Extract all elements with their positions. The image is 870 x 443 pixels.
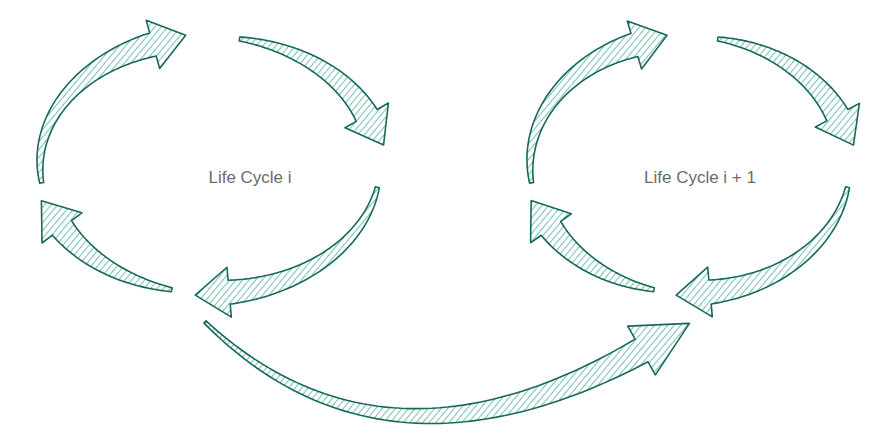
cycle-label: Life Cycle i — [208, 168, 291, 188]
cycle-arrow — [676, 187, 849, 317]
transition-arrow — [204, 321, 689, 424]
cycle-arrow — [531, 201, 655, 292]
cycle-arrow — [239, 37, 388, 145]
cycle-arrow — [717, 37, 859, 145]
cycle-arrow — [41, 201, 172, 292]
cycle-outline — [20, 0, 390, 322]
life-cycle: Life Cycle i — [20, 0, 390, 322]
cycle-arrow — [527, 21, 667, 183]
cycle-arrow — [37, 20, 186, 183]
cycle-outline — [505, 0, 865, 322]
cycle-label: Life Cycle i + 1 — [644, 168, 756, 188]
life-cycle: Life Cycle i + 1 — [505, 0, 865, 322]
cycle-arrow — [195, 187, 379, 317]
